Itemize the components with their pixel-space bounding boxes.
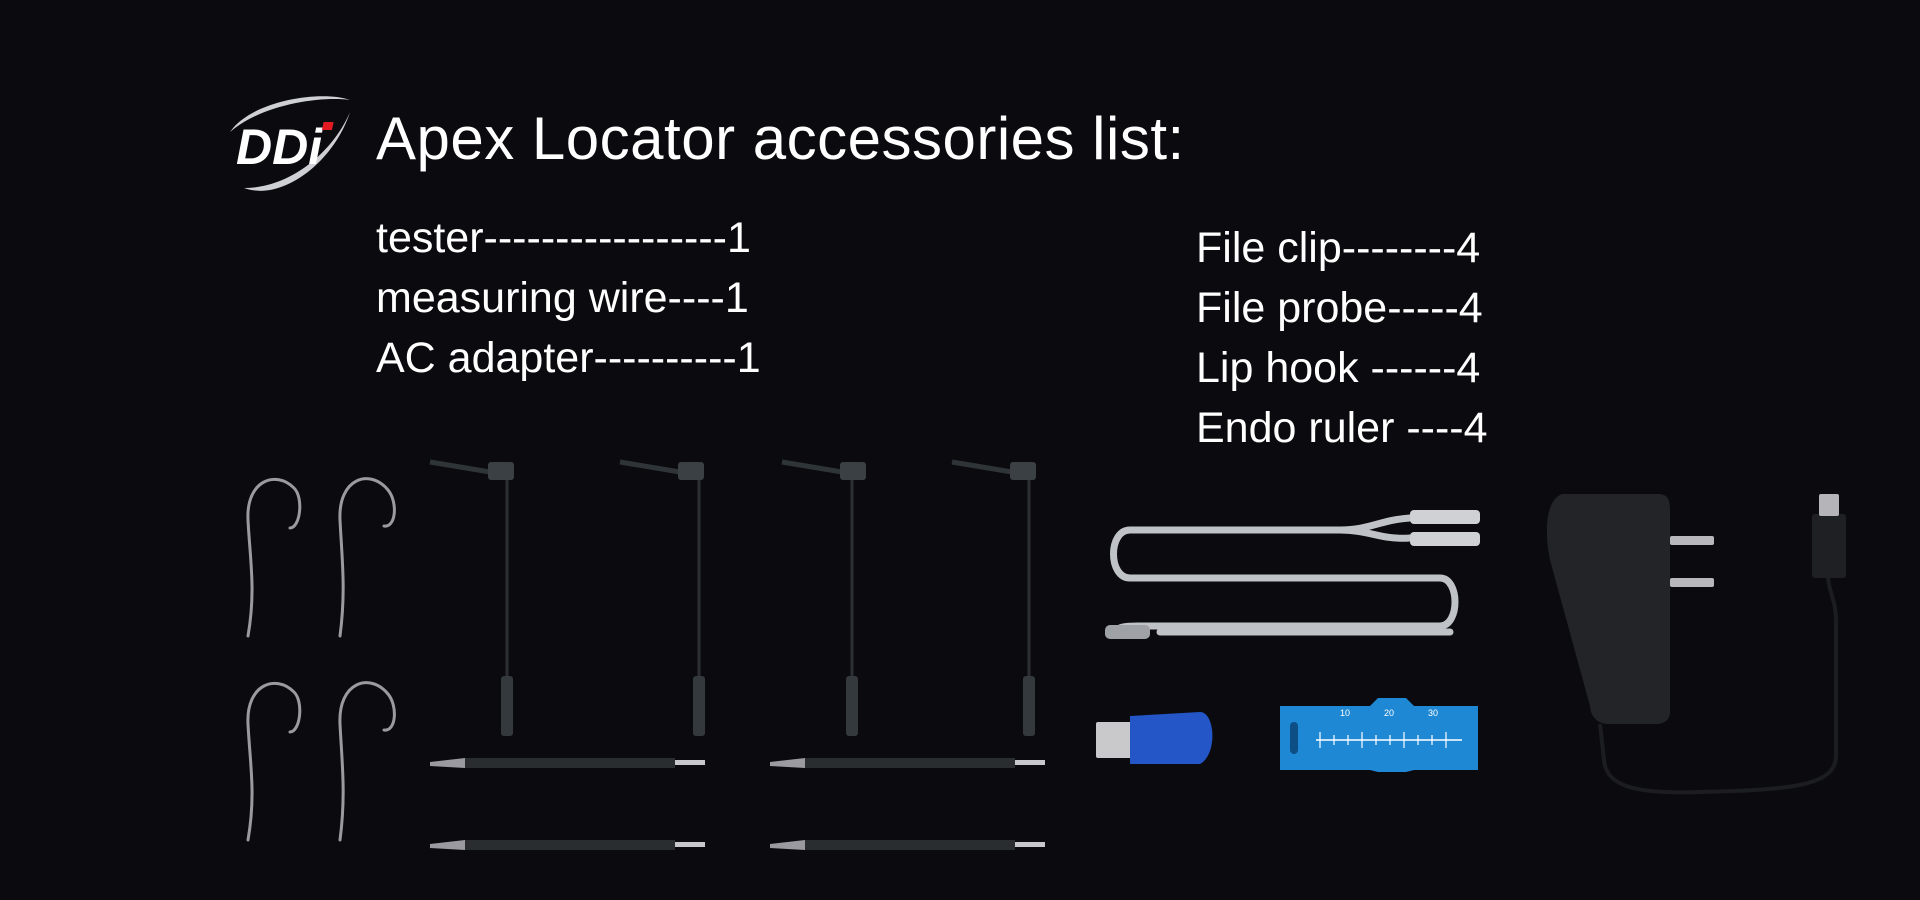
ruler-label: 10 — [1340, 708, 1350, 718]
wire-connector — [1410, 510, 1480, 524]
list-item: tester-----------------1 — [376, 214, 751, 262]
file-clip — [429, 459, 514, 736]
lip-hook — [246, 477, 302, 638]
list-item: Endo ruler ----4 — [1196, 404, 1488, 452]
file-probe — [770, 758, 1045, 768]
list-item: File clip--------4 — [1196, 224, 1481, 272]
endo-ruler: 10 20 30 — [1280, 698, 1478, 772]
lip-hooks — [246, 477, 396, 842]
lip-hook — [338, 477, 396, 638]
logo-text: DDi — [236, 119, 323, 175]
file-probe — [770, 840, 1045, 850]
file-probe — [430, 758, 705, 768]
ruler-label: 30 — [1428, 708, 1438, 718]
accessories-list-right: File clip--------4 File probe-----4 Lip … — [1196, 218, 1488, 458]
file-probe — [430, 840, 705, 850]
tester — [1096, 712, 1213, 764]
lip-hook — [338, 681, 396, 842]
file-clip — [951, 459, 1036, 736]
wire-plug — [1105, 625, 1150, 639]
file-clip — [619, 459, 705, 736]
ac-adapter — [1546, 494, 1846, 795]
list-item: Lip hook ------4 — [1196, 344, 1481, 392]
ddi-logo: DDi — [230, 96, 350, 191]
file-probes — [430, 758, 1045, 850]
measuring-wire — [1110, 514, 1459, 636]
list-item: File probe-----4 — [1196, 284, 1483, 332]
lip-hook — [246, 681, 302, 842]
accessories-list-left: tester-----------------1 measuring wire-… — [376, 208, 761, 388]
page-title: Apex Locator accessories list: — [376, 105, 1185, 172]
ruler-label: 20 — [1384, 708, 1394, 718]
list-item: measuring wire----1 — [376, 274, 749, 322]
file-clip — [781, 459, 866, 736]
list-item: AC adapter----------1 — [376, 334, 761, 382]
file-clips — [429, 459, 1036, 736]
wire-connector — [1410, 532, 1480, 546]
